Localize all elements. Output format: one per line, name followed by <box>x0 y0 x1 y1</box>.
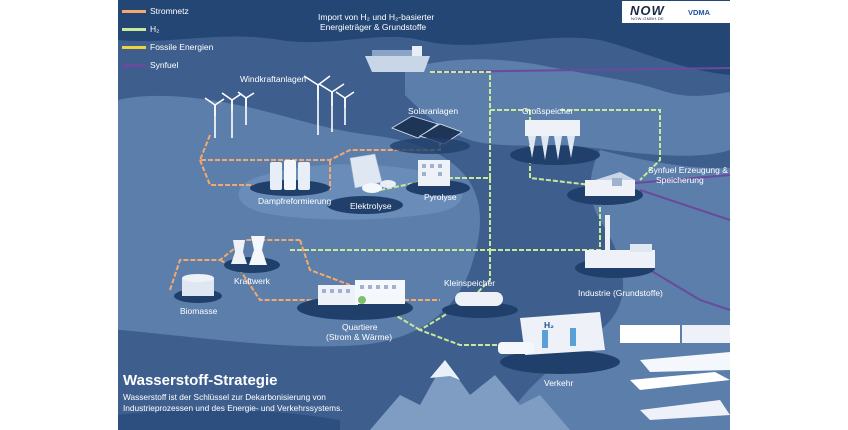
industry-icon <box>575 215 655 278</box>
label-industrie: Industrie (Grundstoffe) <box>578 288 663 298</box>
legend-synfuel-line <box>122 64 146 67</box>
label-kleinspeicher: Kleinspeicher <box>444 278 496 288</box>
subtitle-line-1: Wasserstoff ist der Schlüssel zur Dekarb… <box>123 392 326 402</box>
legend-h2-line <box>122 28 146 31</box>
legend-fossil: Fossile Energien <box>150 42 214 52</box>
small-storage-icon <box>442 292 518 318</box>
pyrolysis-icon <box>406 160 470 196</box>
legend-h2: H₂ <box>150 24 160 34</box>
power-plant-icon <box>224 236 280 273</box>
label-dampf: Dampfreformierung <box>258 196 332 206</box>
label-import: Import von H₂ und H₂-basierter <box>318 12 435 22</box>
label-elektrolyse: Elektrolyse <box>350 201 392 211</box>
now-logo-url: NOW-GMBH.DE <box>631 16 665 21</box>
label-synfuel-2: Speicherung <box>656 175 704 185</box>
page-title: Wasserstoff-Strategie <box>123 372 278 389</box>
legend-stromnetz-line <box>122 10 146 13</box>
label-synfuel: Synfuel Erzeugung & <box>648 165 728 175</box>
legend-stromnetz: Stromnetz <box>150 6 189 16</box>
label-verkehr: Verkehr <box>544 378 574 388</box>
mountain-snow <box>430 360 460 380</box>
wind-turbines-icon <box>204 75 355 138</box>
districts-icon <box>297 280 413 320</box>
synfuel-plant-icon <box>567 172 643 205</box>
dark-water-top <box>118 0 730 75</box>
vdma-logo: VDMA <box>688 8 711 17</box>
electrolysis-icon <box>327 153 403 214</box>
label-quartiere-2: (Strom & Wärme) <box>326 332 393 342</box>
legend-fossil-line <box>122 46 146 49</box>
coast-bottom <box>118 409 340 430</box>
logo-box <box>622 1 730 23</box>
northern-land <box>405 59 730 156</box>
legend-synfuel: Synfuel <box>150 60 179 70</box>
vehicles-icon <box>620 325 730 420</box>
now-logo: NOW <box>630 3 665 18</box>
label-h2-sign: H₂ <box>544 320 554 330</box>
label-solar: Solaranlagen <box>408 106 459 116</box>
solar-panels-icon <box>390 115 470 154</box>
steam-reforming-icon <box>250 160 330 196</box>
label-grossspeicher: Großspeicher <box>522 106 574 116</box>
cargo-ship-icon <box>365 46 430 72</box>
label-import-2: Energieträger & Grundstoffe <box>320 22 427 32</box>
mountains <box>370 360 570 430</box>
large-storage-icon <box>510 120 600 165</box>
subtitle-line-2: Industrieprozessen und des Energie- und … <box>123 403 343 413</box>
label-wind: Windkraftanlagen <box>240 74 307 84</box>
biomass-icon <box>174 274 222 303</box>
label-pyrolyse: Pyrolyse <box>424 192 457 202</box>
label-kraftwerk: Kraftwerk <box>234 276 270 286</box>
label-biomasse: Biomasse <box>180 306 218 316</box>
label-quartiere: Quartiere <box>342 322 378 332</box>
mobility-station-icon <box>498 312 620 374</box>
